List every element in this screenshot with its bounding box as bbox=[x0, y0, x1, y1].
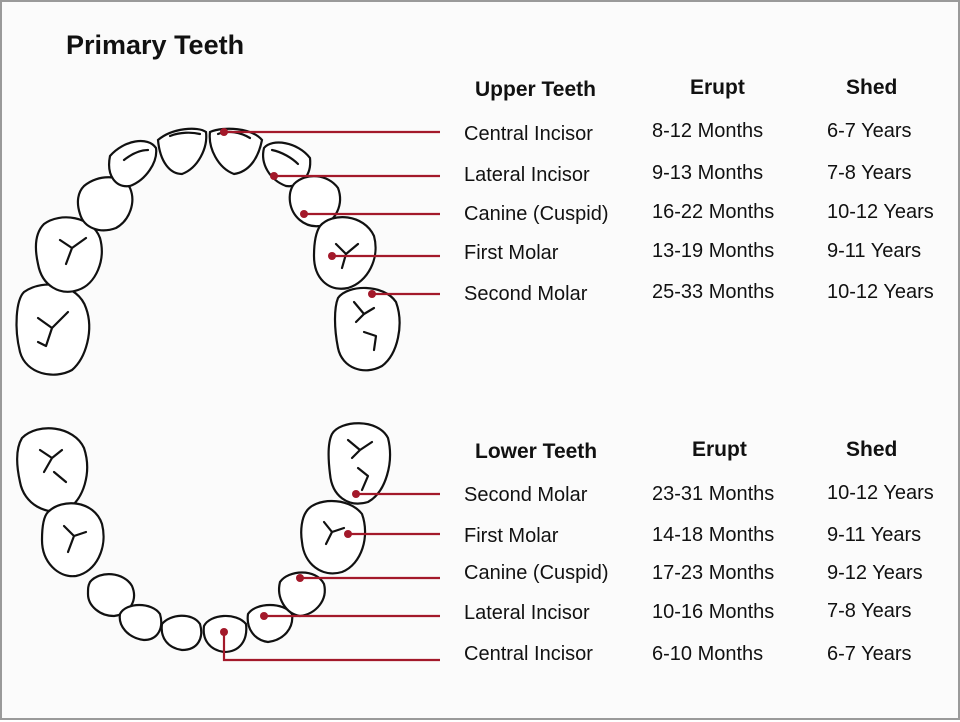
upper-row-shed: 9-11 Years bbox=[827, 240, 921, 262]
upper-table: Upper Teeth Erupt Shed Central Incisor 8… bbox=[464, 76, 934, 305]
upper-row-shed: 10-12 Years bbox=[827, 281, 934, 303]
upper-right-second-molar bbox=[333, 286, 401, 372]
lower-row-erupt: 23-31 Months bbox=[652, 483, 774, 505]
leader-lower-canine bbox=[296, 574, 440, 582]
lower-row-shed: 10-12 Years bbox=[827, 482, 934, 504]
leader-upper-first-molar bbox=[328, 252, 440, 260]
lower-right-second-molar bbox=[327, 422, 392, 505]
lower-row-shed: 9-12 Years bbox=[827, 562, 923, 584]
lower-right-lateral-incisor bbox=[246, 603, 294, 644]
upper-right-central-incisor bbox=[208, 127, 264, 176]
lower-left-lateral-incisor bbox=[118, 603, 163, 642]
upper-row-erupt: 13-19 Months bbox=[652, 240, 774, 262]
upper-left-lateral-incisor bbox=[108, 139, 158, 188]
page-title: Primary Teeth bbox=[66, 30, 244, 60]
upper-right-first-molar bbox=[312, 216, 377, 290]
leader-upper-central-incisor bbox=[220, 128, 440, 136]
leader-upper-second-molar bbox=[368, 290, 440, 298]
upper-row-erupt: 8-12 Months bbox=[652, 120, 763, 142]
upper-row-tooth: Central Incisor bbox=[464, 123, 593, 145]
leader-upper-lateral-incisor bbox=[270, 172, 440, 180]
lower-header-shed: Shed bbox=[846, 438, 897, 461]
lower-left-central-incisor bbox=[160, 614, 203, 652]
lower-table: Lower Teeth Erupt Shed Second Molar 23-3… bbox=[464, 438, 934, 665]
lower-row-tooth: Canine (Cuspid) bbox=[464, 562, 609, 584]
upper-row-shed: 7-8 Years bbox=[827, 162, 912, 184]
lower-row-erupt: 10-16 Months bbox=[652, 601, 774, 623]
upper-left-central-incisor bbox=[156, 127, 208, 176]
upper-arch bbox=[15, 127, 401, 376]
lower-row-erupt: 6-10 Months bbox=[652, 643, 763, 665]
upper-row-erupt: 9-13 Months bbox=[652, 162, 763, 184]
lower-row-shed: 6-7 Years bbox=[827, 643, 912, 665]
lower-left-second-molar bbox=[16, 427, 89, 513]
leader-lower-second-molar bbox=[352, 490, 440, 498]
upper-row-shed: 10-12 Years bbox=[827, 201, 934, 223]
lower-row-shed: 7-8 Years bbox=[827, 600, 912, 622]
leader-lower-central-incisor bbox=[220, 628, 440, 662]
lower-arch bbox=[16, 422, 392, 654]
lower-row-erupt: 14-18 Months bbox=[652, 524, 774, 546]
lower-row-tooth: Second Molar bbox=[464, 484, 588, 506]
upper-left-second-molar bbox=[15, 283, 91, 376]
upper-row-tooth: Lateral Incisor bbox=[464, 164, 590, 186]
lower-right-canine bbox=[278, 571, 326, 618]
lower-left-canine bbox=[86, 573, 136, 618]
upper-row-tooth: Second Molar bbox=[464, 283, 588, 305]
lower-row-tooth: Central Incisor bbox=[464, 643, 593, 665]
leader-lower-first-molar bbox=[344, 530, 440, 538]
lower-header-teeth: Lower Teeth bbox=[475, 440, 597, 463]
leader-upper-canine bbox=[300, 210, 440, 218]
lower-leader-lines bbox=[220, 490, 440, 662]
upper-header-teeth: Upper Teeth bbox=[475, 78, 596, 101]
lower-row-tooth: Lateral Incisor bbox=[464, 602, 590, 624]
upper-row-tooth: Canine (Cuspid) bbox=[464, 203, 609, 225]
upper-row-shed: 6-7 Years bbox=[827, 120, 912, 142]
upper-row-erupt: 25-33 Months bbox=[652, 281, 774, 303]
lower-row-erupt: 17-23 Months bbox=[652, 562, 774, 584]
upper-leader-lines bbox=[220, 128, 440, 298]
leader-lower-lateral-incisor bbox=[260, 612, 440, 620]
upper-row-tooth: First Molar bbox=[464, 242, 559, 264]
lower-left-first-molar bbox=[40, 502, 105, 578]
lower-row-tooth: First Molar bbox=[464, 525, 559, 547]
lower-row-shed: 9-11 Years bbox=[827, 524, 921, 546]
lower-right-first-molar bbox=[300, 500, 367, 575]
upper-header-shed: Shed bbox=[846, 76, 897, 99]
upper-header-erupt: Erupt bbox=[690, 76, 745, 99]
upper-row-erupt: 16-22 Months bbox=[652, 201, 774, 223]
lower-header-erupt: Erupt bbox=[692, 438, 747, 461]
